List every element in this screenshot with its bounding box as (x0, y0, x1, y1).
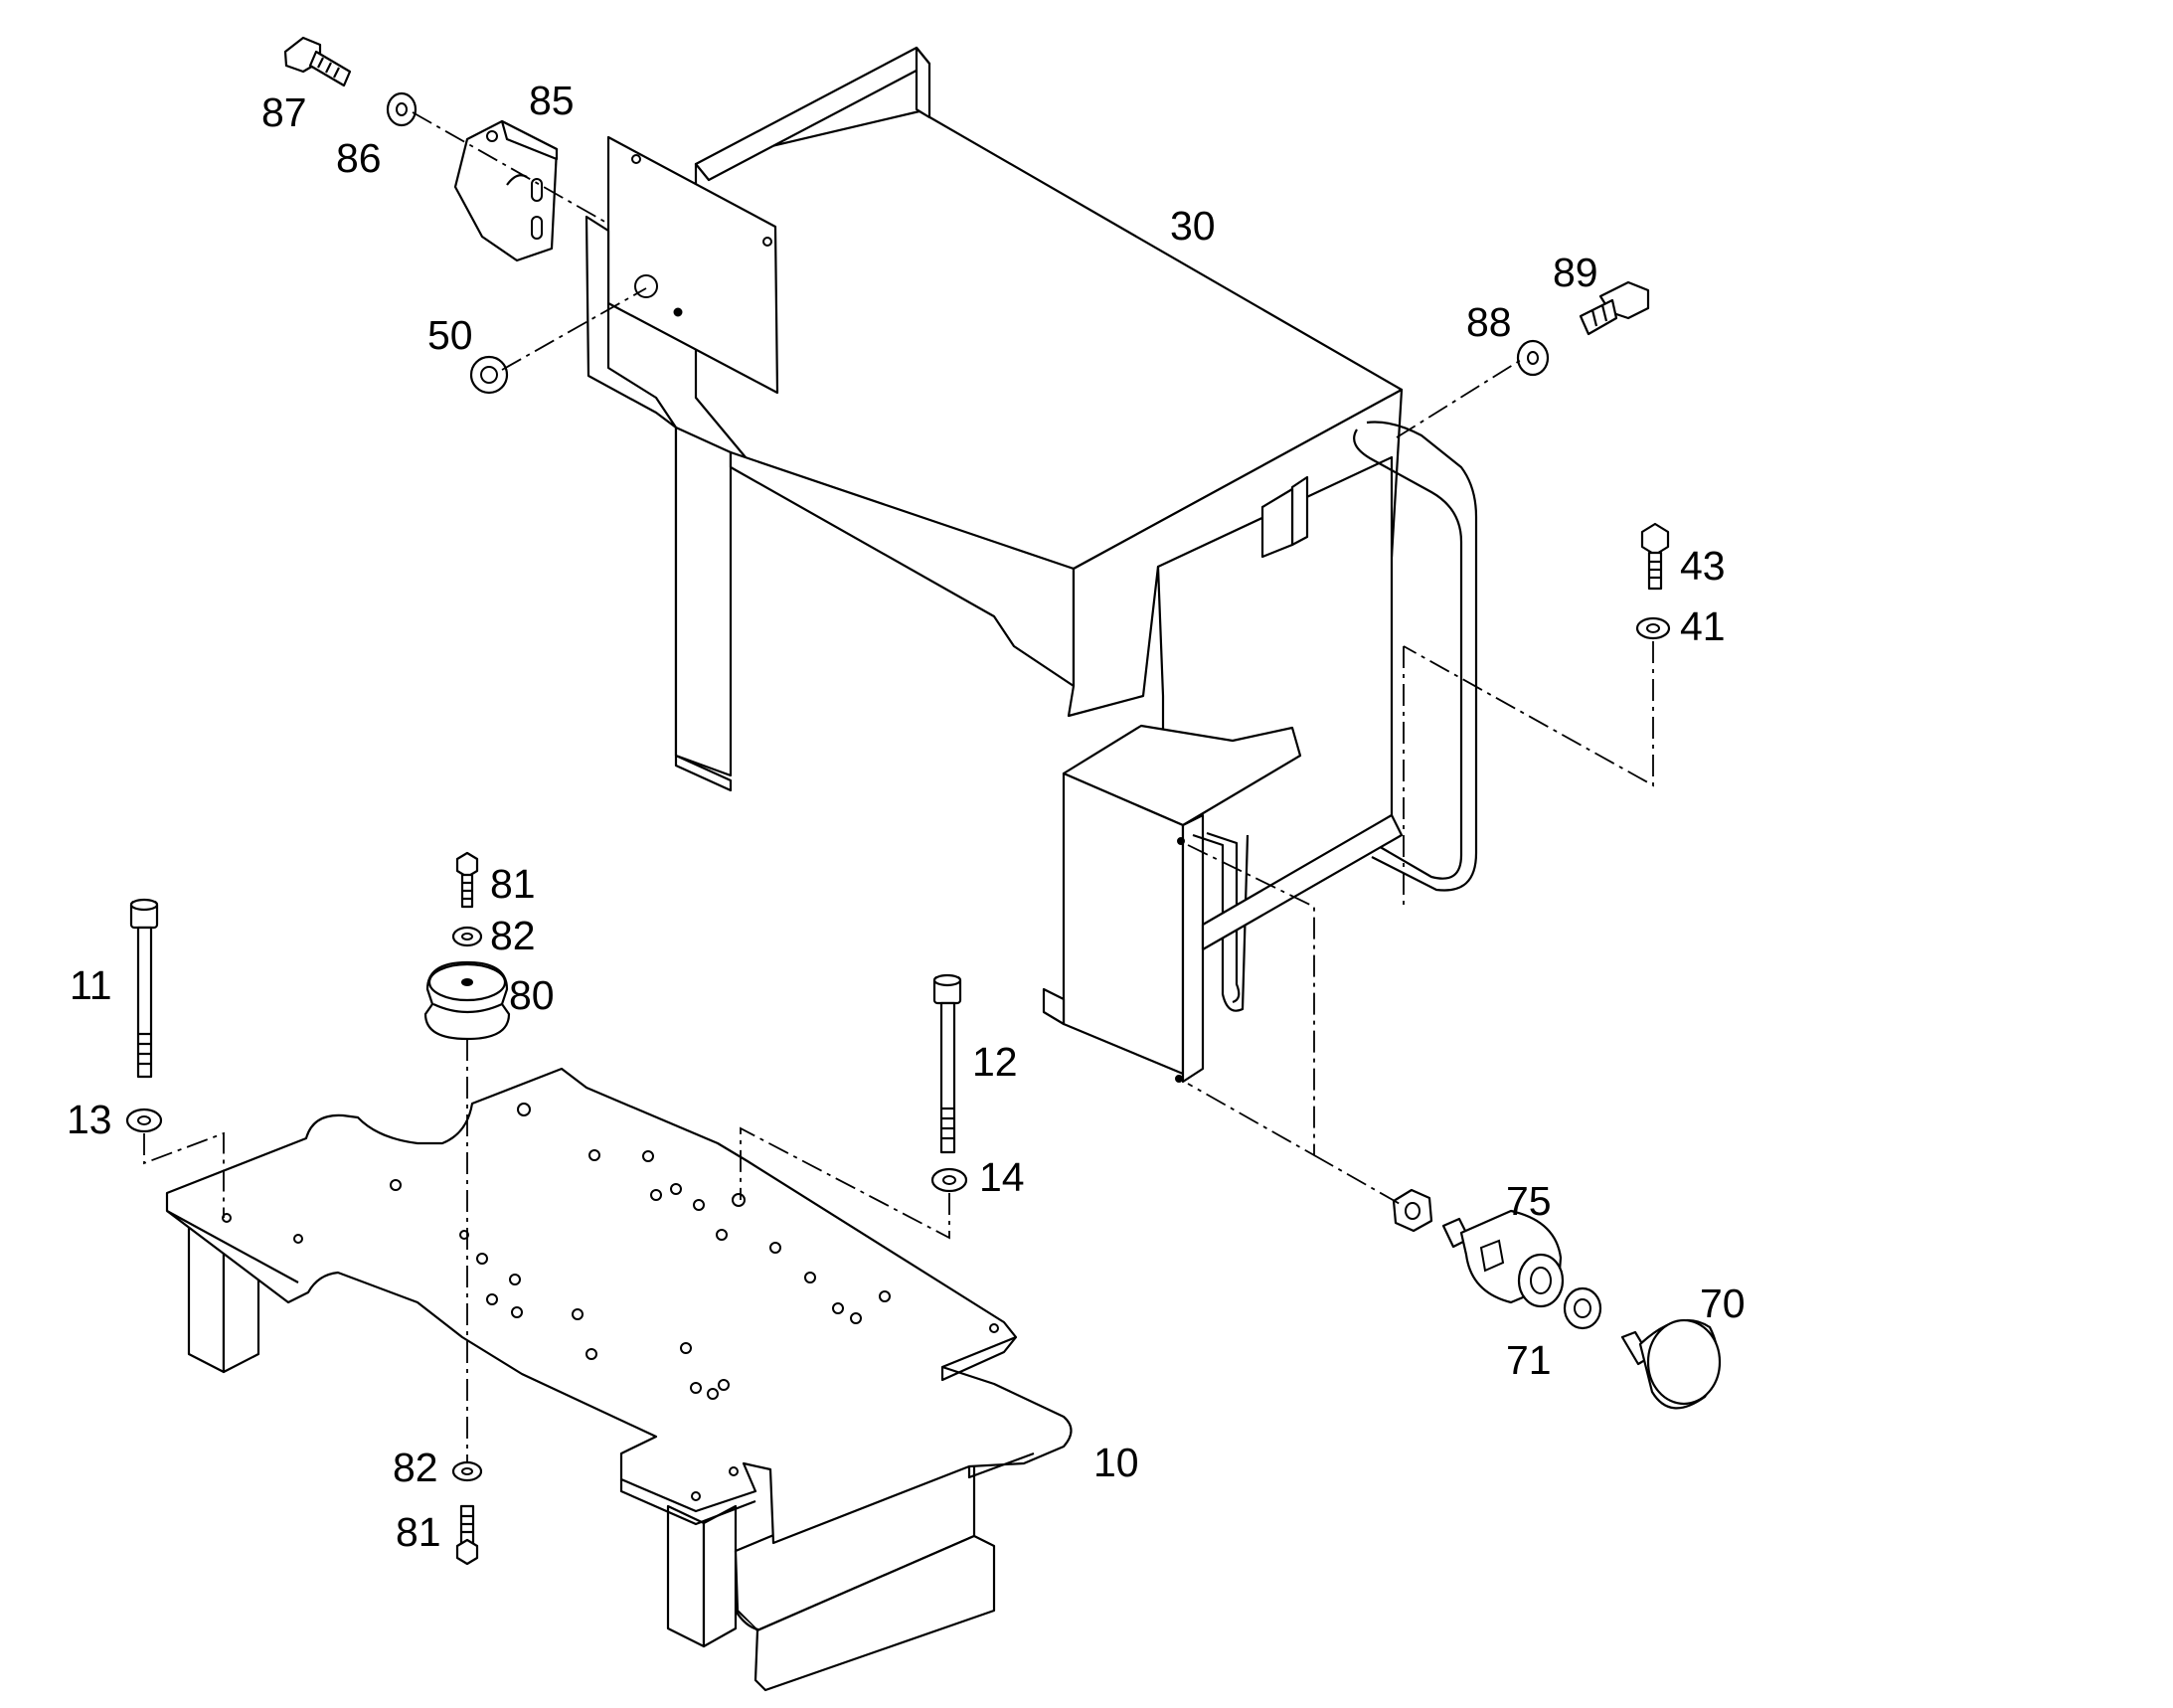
label-88: 88 (1466, 299, 1512, 345)
washer-14 (930, 1167, 968, 1193)
washer-13 (125, 1108, 163, 1133)
rubber-mount-80 (423, 960, 511, 1041)
assembly-centerlines (143, 111, 1654, 1461)
nut (1392, 1188, 1433, 1233)
label-13: 13 (67, 1097, 112, 1142)
housing-30 (585, 46, 1478, 1084)
bolt-89 (1579, 280, 1650, 336)
label-12: 12 (972, 1039, 1018, 1085)
label-50: 50 (427, 312, 473, 358)
nut-50 (469, 355, 509, 395)
label-80: 80 (509, 972, 555, 1018)
label-81-top: 81 (490, 861, 536, 907)
label-14: 14 (979, 1154, 1025, 1200)
callout-labels: 87 86 85 30 89 88 50 43 41 81 82 80 11 1… (67, 78, 1746, 1555)
label-89: 89 (1553, 250, 1598, 295)
nut-71 (1563, 1286, 1602, 1330)
label-85: 85 (529, 78, 575, 123)
bolt-87 (283, 36, 352, 87)
washer-82-bottom (451, 1460, 483, 1482)
label-82-top: 82 (490, 913, 536, 958)
base-plate-10 (165, 1067, 1073, 1692)
label-82-bottom: 82 (393, 1445, 438, 1490)
washer-82-top (451, 926, 483, 947)
bolt-11 (129, 898, 159, 1079)
knob-70 (1620, 1318, 1722, 1410)
label-11: 11 (70, 962, 112, 1008)
washer-41 (1635, 616, 1671, 640)
screw-81-bottom (455, 1504, 479, 1566)
adapter-75 (1441, 1209, 1565, 1308)
washer-88 (1516, 339, 1550, 377)
washer-86 (386, 91, 418, 127)
label-87: 87 (261, 89, 307, 135)
bolt-12 (932, 973, 962, 1154)
label-41: 41 (1680, 603, 1726, 649)
label-70: 70 (1700, 1281, 1746, 1326)
label-43: 43 (1680, 543, 1726, 589)
label-86: 86 (336, 135, 382, 181)
bolt-43 (1640, 522, 1670, 591)
label-75: 75 (1506, 1178, 1552, 1224)
label-10: 10 (1093, 1440, 1139, 1485)
screw-81-top (455, 851, 479, 909)
label-71: 71 (1506, 1337, 1552, 1383)
label-81-bottom: 81 (396, 1509, 441, 1555)
bracket-85 (453, 119, 559, 262)
label-30: 30 (1170, 203, 1216, 249)
